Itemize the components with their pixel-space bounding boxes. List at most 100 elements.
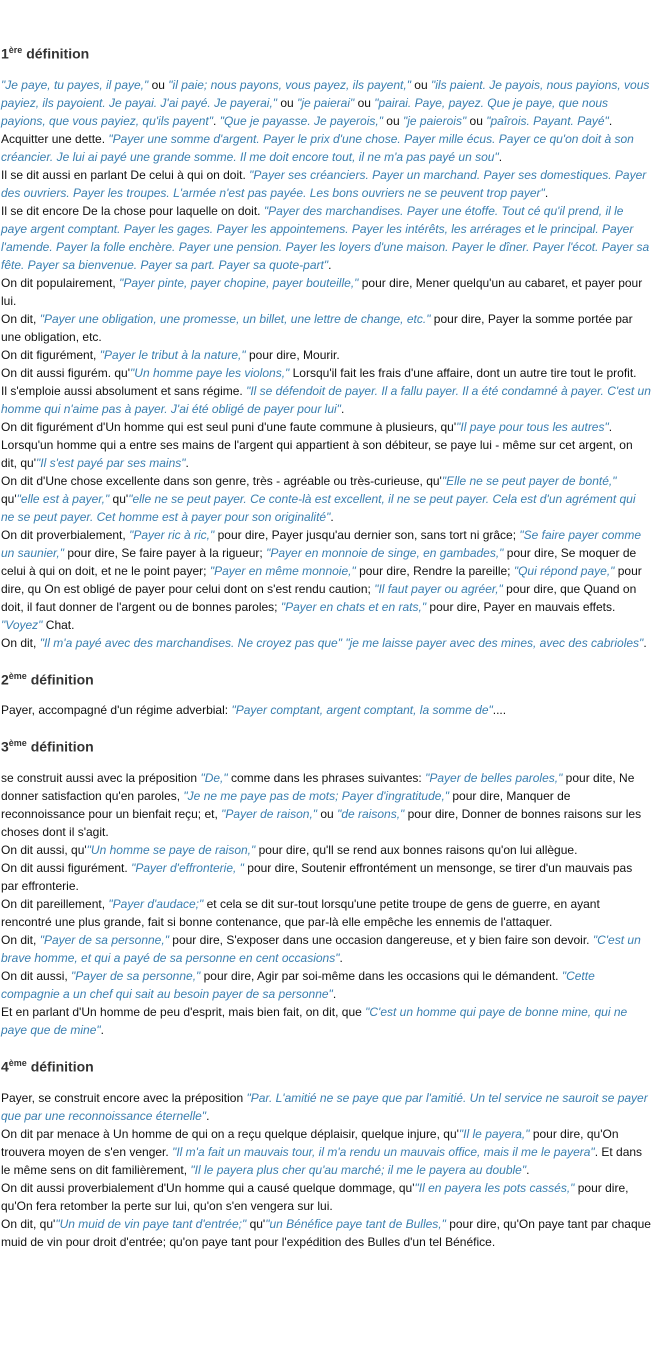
definition-section: 3ème définition se construit aussi avec l… — [1, 733, 651, 1039]
definition-paragraph: On dit, "Il m'a payé avec des marchandis… — [1, 634, 651, 652]
example-quote: "elle est à payer," — [16, 491, 110, 506]
paragraph-text: Acquitter une dette. — [1, 131, 109, 146]
example-quote: "Je ne me paye pas de mots; Payer d'ingr… — [183, 788, 450, 803]
example-quote: "Payer ric à ric," — [129, 527, 215, 542]
paragraph-text: . — [498, 149, 503, 164]
paragraph-text: Il se dit aussi en parlant De celui à qu… — [1, 167, 250, 182]
paragraph-text: pour dire, Se moquer de celui à qui on d… — [1, 545, 637, 578]
example-quote: "Il paye pour tous les autres" — [456, 419, 609, 434]
paragraph-text: . — [339, 950, 343, 965]
paragraph-text: On dit, — [1, 635, 40, 650]
example-quote: "Qui répond paye," — [513, 563, 615, 578]
paragraph-text: On dit proverbialement, — [1, 527, 130, 542]
definition-paragraph: On dit, qu'"Un muid de vin paye tant d'e… — [1, 1215, 651, 1251]
paragraph-text: pour dire, Rendre la pareille; — [355, 563, 514, 578]
example-quote: "Payer le tribut à la nature," — [99, 347, 246, 362]
definition-number: 4 — [1, 1058, 9, 1075]
paragraph-text: On dit aussi figurément. — [1, 860, 132, 875]
definition-ordinal: ème — [8, 1057, 27, 1068]
example-quote: "Payer d'audace;" — [108, 896, 204, 911]
definition-body: Payer, accompagné d'un régime adverbial:… — [1, 701, 651, 719]
paragraph-text: On dit, — [1, 932, 40, 947]
definition-paragraph: On dit populairement, "Payer pinte, paye… — [1, 274, 651, 310]
paragraph-text: On dit aussi figurém. qu' — [1, 365, 131, 380]
paragraph-text: Et en parlant d'Un homme de peu d'esprit… — [1, 1004, 366, 1019]
definition-paragraph: On dit aussi, "Payer de sa personne," po… — [1, 967, 651, 1003]
definition-paragraph: Il s'emploie aussi absolument et sans ré… — [1, 382, 651, 418]
example-quote: "Payer de raison," — [221, 806, 318, 821]
definition-number: 3 — [1, 738, 9, 755]
paragraph-text: Il se dit encore De la chose pour laquel… — [1, 203, 264, 218]
example-quote: "Un homme paye les violons," — [130, 365, 290, 380]
example-quote: "Il faut payer ou agréer," — [374, 581, 503, 596]
paragraph-text: se construit aussi avec la préposition — [1, 770, 201, 785]
paragraph-text: On dit populairement, — [1, 275, 120, 290]
example-quote: "de raisons," — [337, 806, 405, 821]
paragraph-text: pour dire, S'exposer dans une occasion d… — [168, 932, 593, 947]
example-quote: "Il m'a fait un mauvais tour, il m'a ren… — [172, 1144, 595, 1159]
example-quote: "Payer pinte, payer chopine, payer boute… — [119, 275, 359, 290]
paragraph-text: Lorsqu'un homme qui a entre ses mains de… — [1, 437, 633, 470]
paragraph-text: . Et dans le même sens on dit familièrem… — [1, 1144, 643, 1177]
example-quote: "Il m'a payé avec des marchandises. Ne c… — [39, 635, 342, 650]
paragraph-text: pour dire, Mourir. — [245, 347, 340, 362]
paragraph-text: . — [526, 1162, 530, 1177]
definition-paragraph: Il se dit aussi en parlant De celui à qu… — [1, 166, 651, 202]
paragraph-text: . — [206, 1108, 210, 1123]
definition-body: "Je paye, tu payes, il paye," ou "il pai… — [1, 76, 651, 652]
example-quote: "Se faire payer comme un saunier," — [1, 527, 642, 560]
paragraph-text: pour dire, Mener quelqu'un au cabaret, e… — [1, 275, 643, 308]
paragraph-text: pour dire, Payer la somme portée par une… — [1, 311, 633, 344]
definition-paragraph: se construit aussi avec la préposition "… — [1, 769, 651, 841]
paragraph-text: ou — [410, 77, 431, 92]
paragraph-text: On dit, — [1, 311, 40, 326]
paragraph-text: ou — [466, 113, 487, 128]
example-quote: "je paierois" — [402, 113, 467, 128]
example-quote: "Que je payasse. Je payerois," — [219, 113, 383, 128]
example-quote: "Payer une obligation, une promesse, un … — [39, 311, 431, 326]
paragraph-text: On dit figurément d'Un homme qui est seu… — [1, 419, 457, 434]
definition-section: 1ère définition "Je paye, tu payes, il pa… — [1, 40, 651, 652]
paragraph-text: . — [643, 635, 647, 650]
paragraph-text: Payer, accompagné d'un régime adverbial: — [1, 703, 232, 718]
definition-paragraph: On dit figurément, "Payer le tribut à la… — [1, 346, 651, 364]
example-quote: "Il en payera les pots cassés," — [414, 1180, 575, 1195]
definition-heading: 2ème définition — [1, 666, 651, 690]
paragraph-text: . — [100, 1022, 105, 1037]
example-quote: "Payer comptant, argent comptant, la som… — [231, 703, 493, 718]
paragraph-text: ou — [277, 95, 298, 110]
paragraph-text: On dit pareillement, — [1, 896, 109, 911]
definition-paragraph: On dit d'Une chose excellente dans son g… — [1, 472, 651, 526]
example-quote: "Par. L'amitié ne se paye que par l'amit… — [1, 1090, 648, 1123]
definition-ordinal: ème — [8, 738, 27, 749]
paragraph-text: pour dire, Manquer de reconnoissance pou… — [1, 788, 571, 821]
paragraph-text: pour dire, Agir par soi-même dans les oc… — [200, 968, 562, 983]
definition-paragraph: On dit figurément d'Un homme qui est seu… — [1, 418, 651, 436]
paragraph-text: . — [213, 113, 220, 128]
definition-paragraph: On dit, "Payer une obligation, une prome… — [1, 310, 651, 346]
definition-paragraph: "Je paye, tu payes, il paye," ou "il pai… — [1, 76, 651, 130]
example-quote: "paîrois. Payant. Payé" — [486, 113, 609, 128]
paragraph-text: On dit aussi proverbialement d'Un homme … — [1, 1180, 415, 1195]
paragraph-text: . — [608, 419, 613, 434]
example-quote: "Un muid de vin paye tant d'entrée;" — [55, 1216, 247, 1231]
paragraph-text: qu' — [246, 1216, 266, 1231]
paragraph-text: pour dire, qu'On paye tant par chaque mu… — [1, 1216, 651, 1249]
example-quote: "Un homme se paye de raison," — [86, 842, 256, 857]
paragraph-text: pour dire, qu'On trouvera moyen de s'en … — [1, 1126, 619, 1159]
definition-body: Payer, se construit encore avec la prépo… — [1, 1089, 651, 1251]
definition-heading: 4ème définition — [1, 1053, 651, 1077]
paragraph-text: Il s'emploie aussi absolument et sans ré… — [1, 383, 247, 398]
example-quote: "Elle ne se peut payer de bonté," — [441, 473, 617, 488]
definition-heading: 1ère définition — [1, 40, 651, 64]
definition-heading: 3ème définition — [1, 733, 651, 757]
paragraph-text: On dit aussi, qu' — [1, 842, 87, 857]
definition-number: 2 — [1, 671, 9, 688]
example-quote: "un Bénéfice paye tant de Bulles," — [265, 1216, 446, 1231]
paragraph-text: . — [340, 401, 345, 416]
paragraph-text: On dit aussi, — [1, 968, 72, 983]
definition-paragraph: Payer, accompagné d'un régime adverbial:… — [1, 701, 651, 719]
paragraph-text: Lorsqu'il fait les frais d'une affaire, … — [289, 365, 637, 380]
example-quote: "je paierai" — [297, 95, 355, 110]
